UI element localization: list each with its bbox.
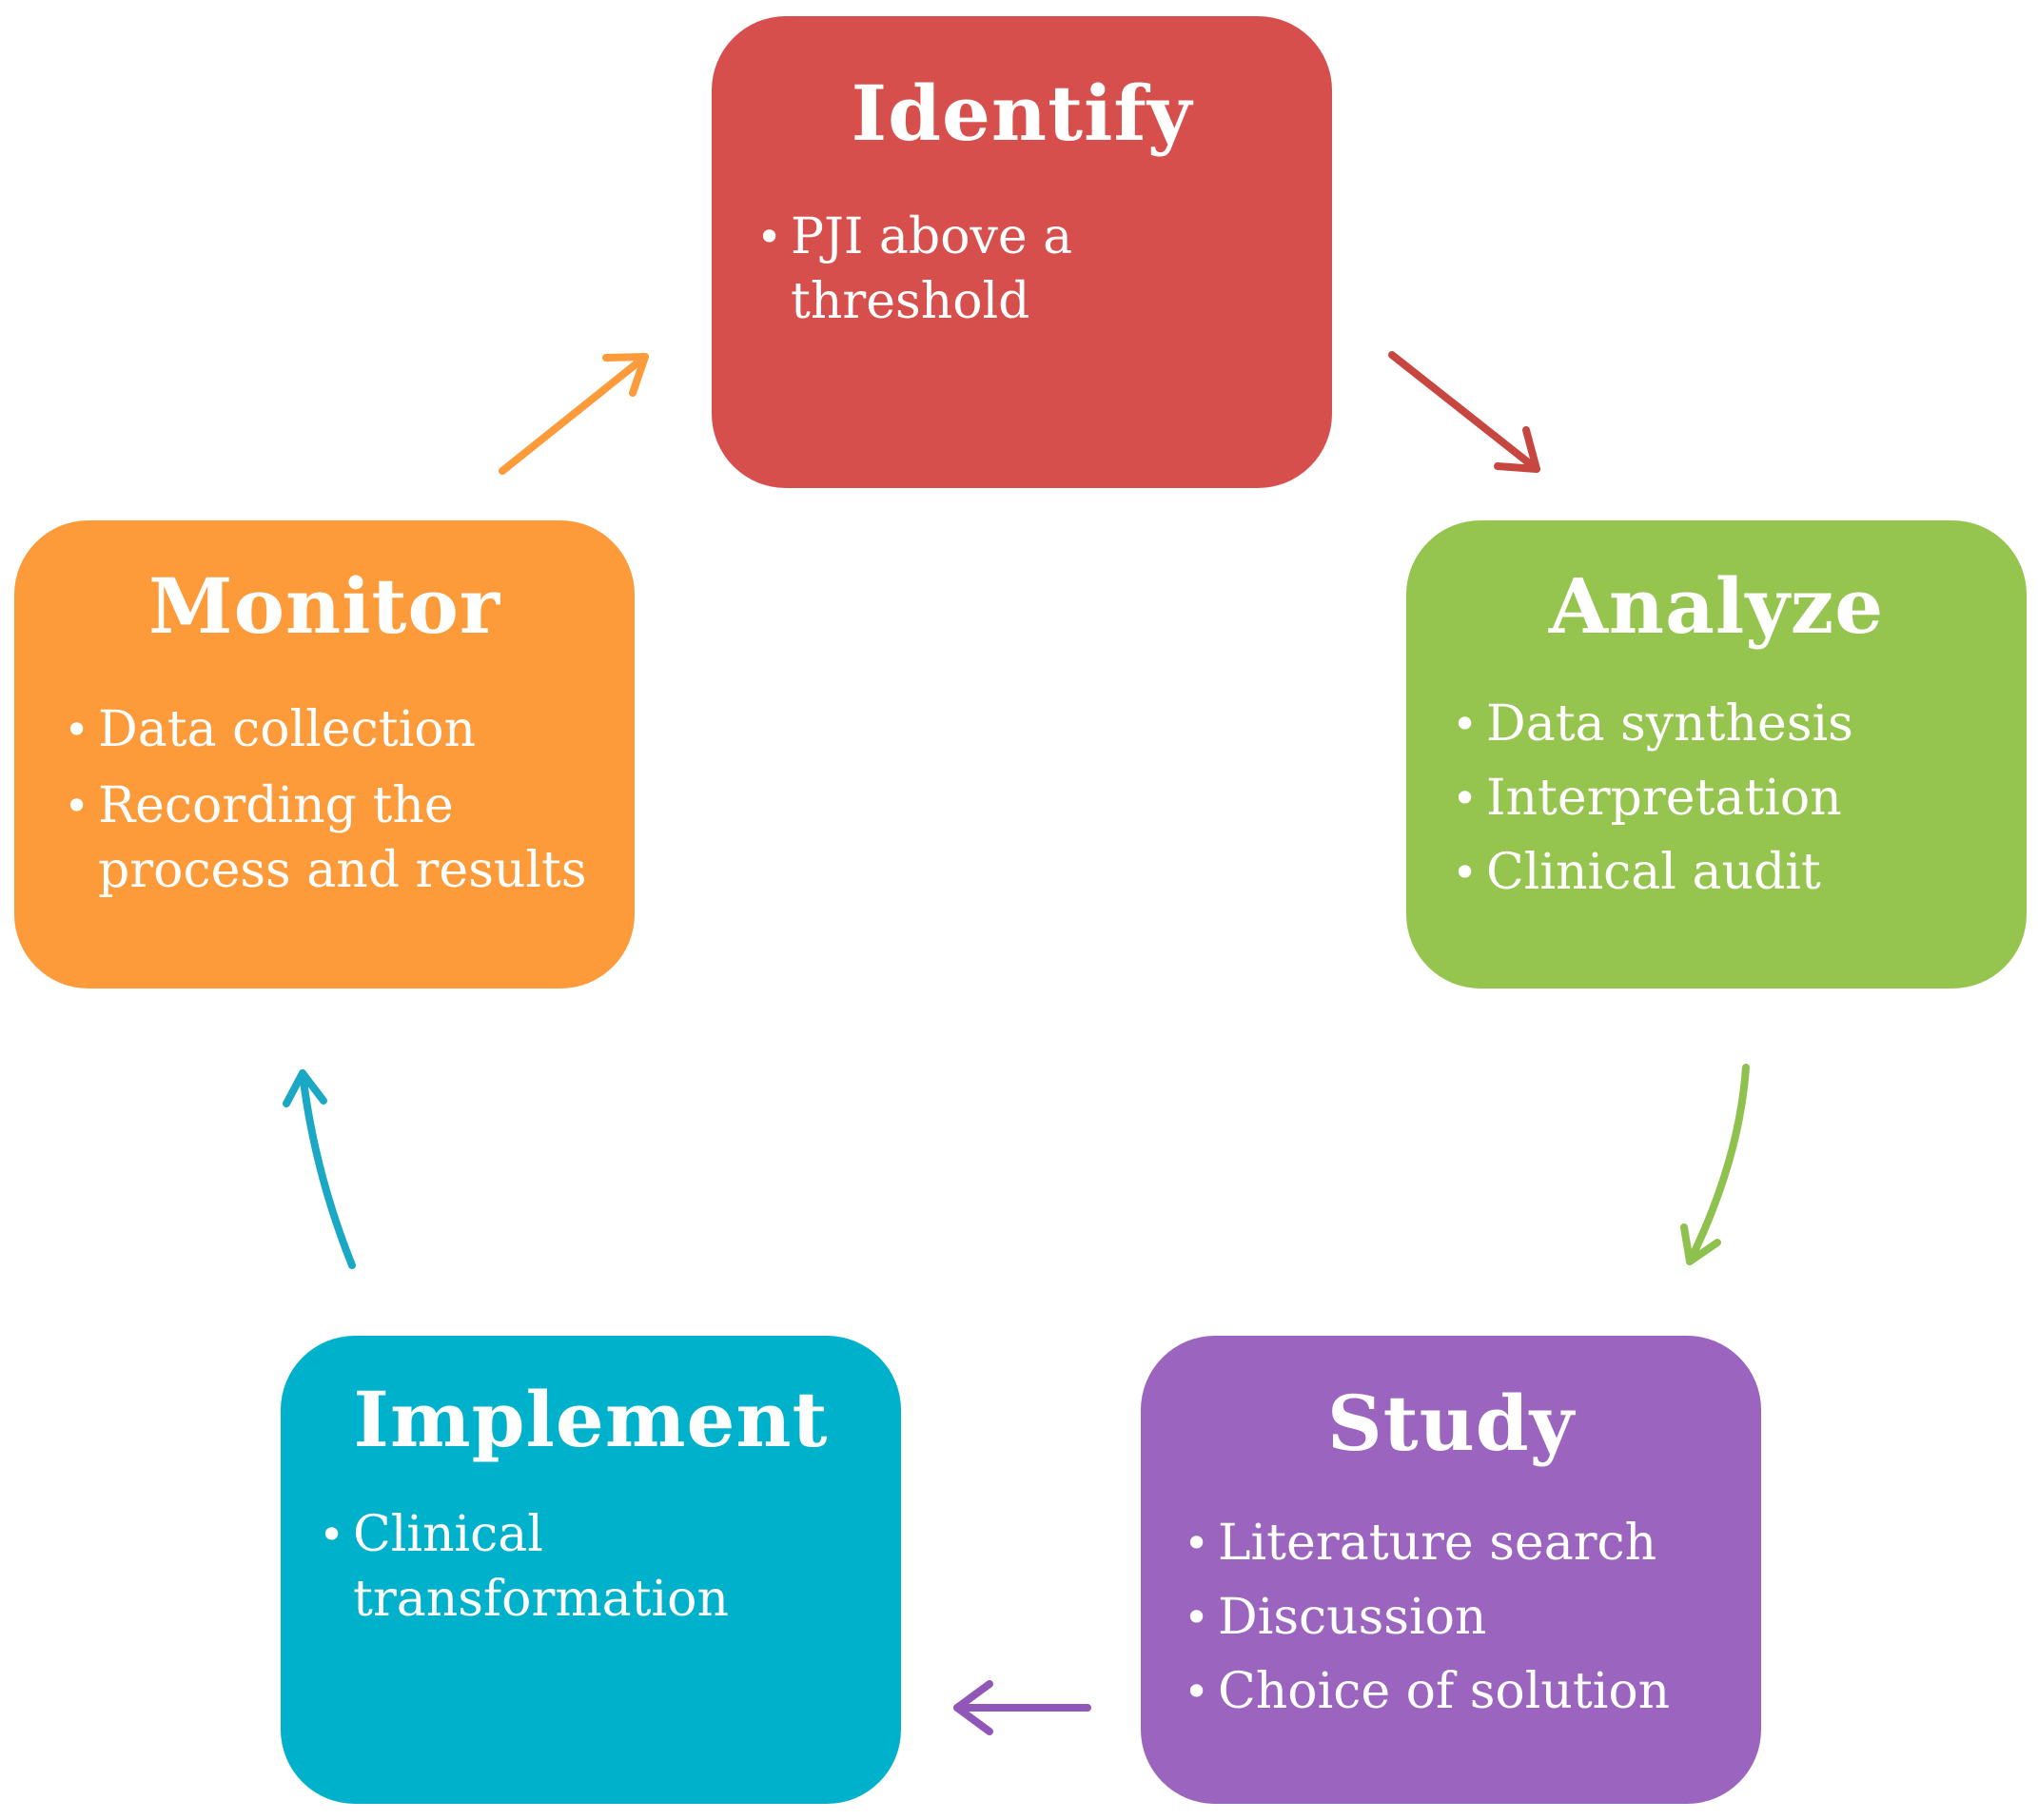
monitor-list: •Data collection •Recording the process … bbox=[64, 697, 625, 914]
list-item: •Data collection bbox=[64, 697, 625, 762]
bullet-icon: • bbox=[1184, 1592, 1210, 1643]
analyze-title: Analyze bbox=[1548, 561, 1885, 651]
list-item: •Choice of solution bbox=[1184, 1659, 1745, 1724]
identify-list: •PJI above a threshold bbox=[756, 205, 1308, 345]
implement-title: Implement bbox=[353, 1375, 829, 1464]
list-item-text: Discussion bbox=[1218, 1589, 1487, 1646]
bullet-icon: • bbox=[756, 211, 783, 263]
list-item-text: Clinical audit bbox=[1486, 844, 1821, 901]
study-title: Study bbox=[1326, 1379, 1576, 1468]
list-item-text: Data collection bbox=[98, 701, 477, 758]
list-item: •Literature search bbox=[1184, 1511, 1745, 1575]
list-item: •Data synthesis bbox=[1452, 692, 2013, 756]
list-item-text: Literature search bbox=[1218, 1515, 1657, 1572]
arrow-analyze-to-study bbox=[1680, 1064, 1750, 1265]
study-list: •Literature search •Discussion •Choice o… bbox=[1184, 1511, 1745, 1733]
list-item: •Interpretation bbox=[1452, 766, 2013, 831]
bullet-icon: • bbox=[1184, 1517, 1210, 1569]
bullet-icon: • bbox=[319, 1509, 345, 1560]
bullet-icon: • bbox=[64, 704, 90, 755]
bullet-icon: • bbox=[1452, 847, 1479, 898]
list-item: •Discussion bbox=[1184, 1585, 1745, 1650]
list-item-text: Recording the process and results bbox=[98, 777, 587, 899]
monitor-title: Monitor bbox=[148, 561, 500, 651]
identify-title: Identify bbox=[851, 68, 1193, 158]
bullet-icon: • bbox=[1452, 698, 1479, 750]
bullet-icon: • bbox=[1184, 1666, 1210, 1717]
list-item: •Recording the process and results bbox=[64, 773, 625, 903]
identify-box: Identify •PJI above a threshold bbox=[712, 16, 1332, 488]
list-item-text: Clinical transformation bbox=[353, 1506, 729, 1628]
analyze-list: •Data synthesis •Interpretation •Clinica… bbox=[1452, 692, 2013, 914]
list-item-text: PJI above a threshold bbox=[791, 208, 1073, 330]
implement-list: •Clinical transformation bbox=[319, 1502, 880, 1643]
monitor-box: Monitor •Data collection •Recording the … bbox=[14, 520, 635, 988]
bullet-icon: • bbox=[1452, 773, 1479, 824]
list-item: •Clinical transformation bbox=[319, 1502, 880, 1632]
arrow-study-to-implement bbox=[953, 1680, 1091, 1735]
study-box: Study •Literature search •Discussion •Ch… bbox=[1141, 1336, 1761, 1804]
arrow-monitor-to-identify bbox=[499, 353, 649, 475]
arrow-identify-to-analyze bbox=[1388, 351, 1540, 473]
arrow-implement-to-monitor bbox=[283, 1069, 356, 1269]
list-item-text: Choice of solution bbox=[1218, 1663, 1671, 1720]
implement-box: Implement •Clinical transformation bbox=[281, 1336, 901, 1804]
list-item: •PJI above a threshold bbox=[756, 205, 1308, 334]
list-item-text: Data synthesis bbox=[1486, 695, 1853, 753]
analyze-box: Analyze •Data synthesis •Interpretation … bbox=[1406, 520, 2027, 988]
list-item-text: Interpretation bbox=[1486, 770, 1842, 827]
list-item: •Clinical audit bbox=[1452, 840, 2013, 905]
bullet-icon: • bbox=[64, 780, 90, 832]
